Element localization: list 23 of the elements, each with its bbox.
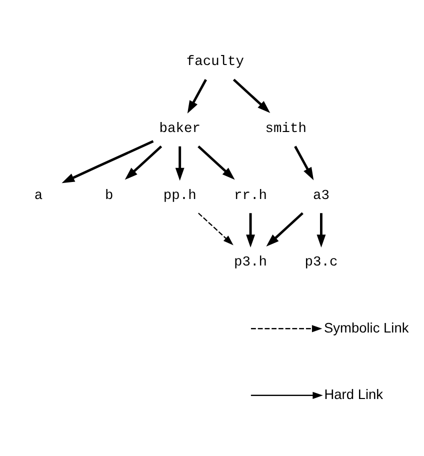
node-text: p3.c: [304, 255, 338, 270]
legend-label: Symbolic Link: [324, 320, 409, 335]
node-text: a3: [312, 188, 330, 204]
arrow: [266, 212, 304, 246]
node-text: baker: [159, 121, 200, 136]
arrow: [62, 140, 154, 183]
arrow: [316, 212, 326, 247]
arrow: [124, 144, 162, 180]
arrow: [232, 78, 270, 112]
legend-label: Hard Link: [324, 386, 384, 402]
node-text: b: [105, 188, 114, 204]
arrow: [246, 212, 256, 247]
node-text: faculty: [186, 54, 244, 70]
node-text: p3.h: [234, 255, 268, 270]
arrow: [294, 145, 314, 180]
arrow: [187, 78, 207, 113]
node-text: a: [34, 188, 43, 204]
arrow: [175, 146, 184, 180]
arrow: [198, 144, 235, 180]
node-text: rr.h: [234, 188, 268, 204]
node-text: smith: [265, 121, 306, 136]
arrow: [198, 212, 234, 245]
node-text: pp.h: [163, 188, 196, 204]
